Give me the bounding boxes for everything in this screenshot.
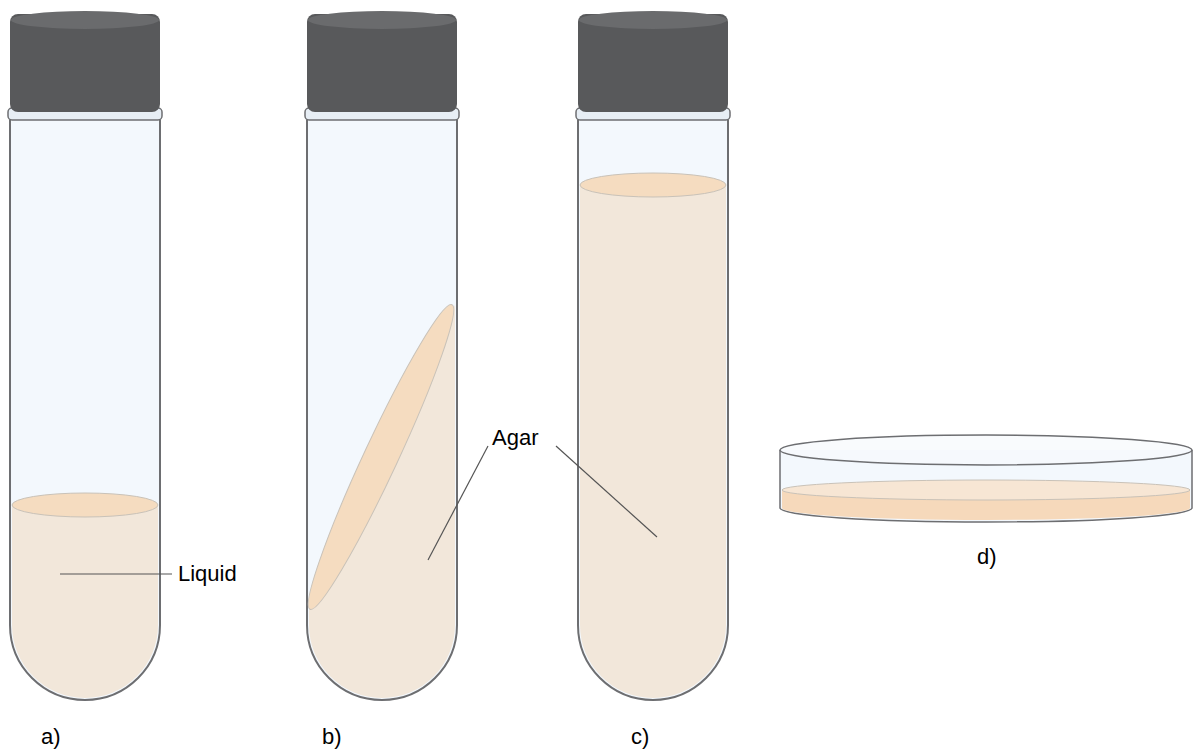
agar-deep-tube	[576, 11, 730, 700]
panel-letter: c)	[631, 726, 649, 748]
part-label: Agar	[492, 427, 538, 449]
panel-letter: d)	[977, 546, 997, 568]
leader-lines	[60, 446, 657, 574]
liquid-broth-tube	[8, 11, 162, 700]
panel-letter: b)	[322, 726, 342, 748]
petri-dish	[780, 435, 1192, 522]
part-label: Liquid	[178, 563, 237, 585]
agar-slant-tube	[295, 11, 468, 700]
panel-letter: a)	[41, 726, 61, 748]
